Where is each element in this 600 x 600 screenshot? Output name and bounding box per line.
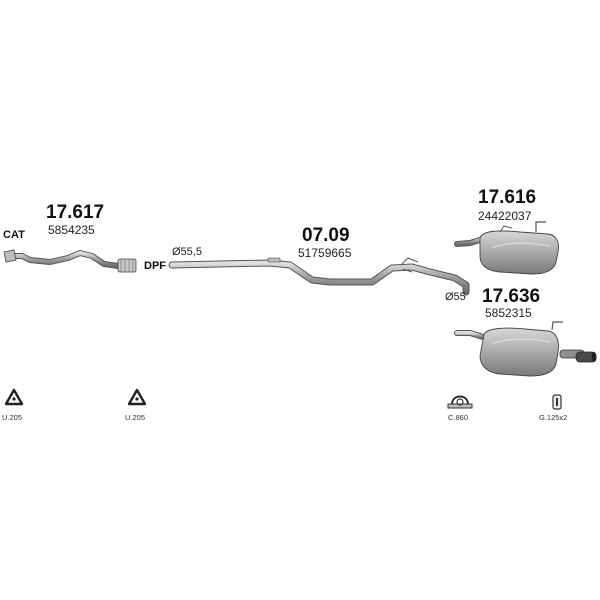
- part-code-17636: 17.636: [482, 286, 541, 307]
- clamp-icon: [447, 395, 473, 409]
- part-code-17616: 17.616: [478, 187, 537, 208]
- rear-muffler-17616: [454, 221, 559, 275]
- part-number-17617: 5854235: [48, 223, 95, 237]
- triangle-gasket-icon: [127, 388, 147, 406]
- hardware-label-u205: U.205: [125, 413, 146, 422]
- cat-label: CAT: [3, 229, 25, 241]
- rear-muffler-17636: [454, 321, 597, 377]
- dpf-label: DPF: [144, 260, 166, 272]
- triangle-gasket-icon: [4, 388, 24, 406]
- part-code-0709: 07.09: [302, 225, 350, 246]
- part-number-17616: 24422037: [478, 209, 532, 223]
- hardware-label-g125: G.125x2: [539, 413, 568, 422]
- part-number-17636: 5852315: [485, 306, 532, 320]
- middle-pipe-0709: [168, 257, 470, 296]
- hardware-label-u205: U.205: [2, 413, 23, 422]
- part-number-0709: 51759665: [298, 246, 352, 260]
- end-diameter-label: Ø55: [445, 291, 466, 303]
- part-code-17617: 17.617: [46, 202, 105, 223]
- front-pipe-17617: [3, 249, 137, 273]
- pipe-diameter-label: Ø55,5: [172, 246, 202, 258]
- hardware-label-c860: C.860: [448, 413, 469, 422]
- rubber-hanger-icon: [552, 394, 562, 410]
